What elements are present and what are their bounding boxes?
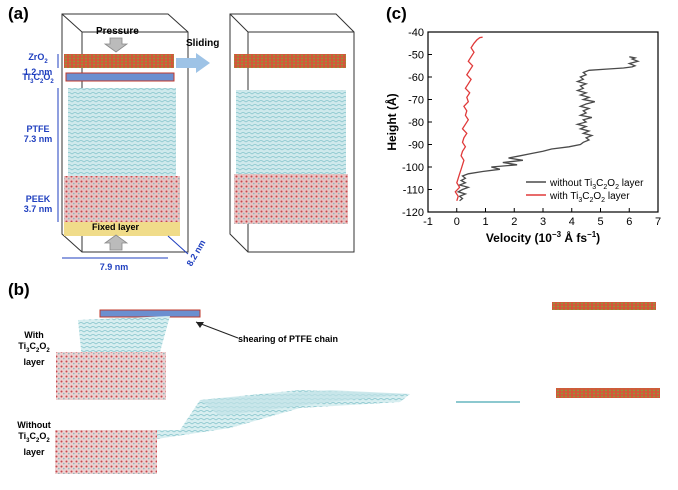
series-line-0 [456,56,641,202]
x-tick-label: -1 [423,216,433,228]
x-tick-label: 4 [569,216,575,228]
legend-label-1: with Ti3C2O2 layer [549,191,630,204]
x-tick-label: 2 [511,216,517,228]
with-layer-label: With Ti3C2O2 layer [18,330,50,367]
x-tick-label: 6 [626,216,632,228]
with-layer-snapshot [56,302,656,400]
fixed-layer-label: Fixed layer [92,222,140,232]
legend-label-0: without Ti3C2O2 layer [549,178,644,191]
pressure-label: Pressure [96,26,139,37]
zro2-label: ZrO2 1.2 nm [23,52,53,77]
x-tick-label: 1 [482,216,488,228]
without-layer-snapshot [55,388,660,474]
panel-label-b: (b) [8,280,30,299]
series-line-1 [454,36,483,201]
y-tick-label: -60 [408,72,424,84]
y-tick-label: -50 [408,50,424,62]
peek-block [64,176,180,222]
without-layer-label: Without Ti3C2O2 layer [17,420,51,457]
x-tick-label: 5 [597,216,603,228]
ti3c2o2-label: Ti3C2O2 [22,72,54,85]
y-tick-label: -70 [408,95,424,107]
bottom-arrow-icon [103,234,129,251]
y-tick-label: -110 [403,185,424,197]
y-tick-label: -100 [402,162,424,174]
x-tick-label: 7 [655,216,661,228]
y-tick-label: -90 [408,140,424,152]
sliding-arrow-icon [176,53,210,73]
right-simulation-box [229,13,355,253]
y-axis-label: Height (Å) [384,93,399,150]
pressure-arrow-icon [103,37,129,53]
panel-label-a: (a) [8,4,29,23]
left-simulation-box [57,13,210,259]
ptfe-block [68,88,176,176]
zro2-layer [64,54,174,68]
x-tick-label: 0 [454,216,460,228]
sliding-label: Sliding [186,38,220,49]
x-tick-label: 3 [540,216,546,228]
width-dimension-label: 7.9 nm [99,262,129,272]
panel-label-c: (c) [386,4,407,23]
shearing-illustration [55,302,660,474]
y-tick-label: -120 [402,207,424,219]
velocity-height-chart: -1 0 1 2 3 4 5 6 7 -120 -110 -100 -90 -80 -70 -60 -50 -40… [384,27,661,245]
y-tick-label: -80 [408,117,424,129]
y-tick-label: -40 [408,27,424,39]
shearing-annotation: shearing of PTFE chain [238,334,339,344]
x-axis-label: Velocity (10−3 Å fs−1) [486,230,600,245]
mxene-layer [65,72,175,82]
simulation-box-illustration [57,13,355,259]
fixed-layer-block [64,222,180,236]
annotation-arrow-icon [196,322,204,328]
